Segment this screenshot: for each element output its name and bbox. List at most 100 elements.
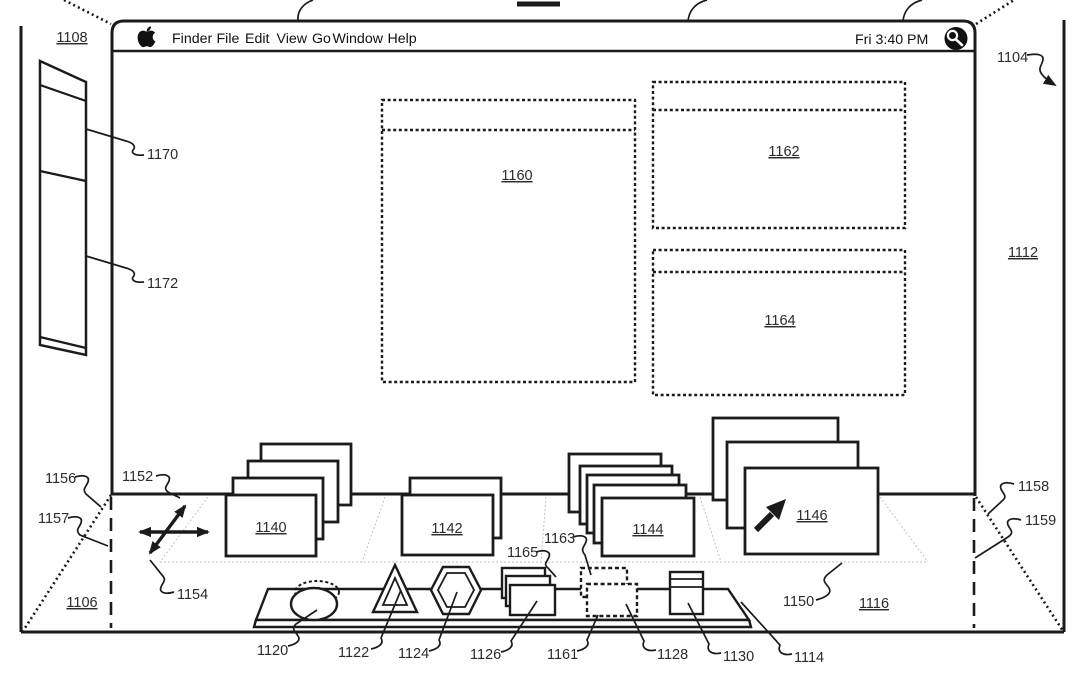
ref-label-1140: 1140 [255, 520, 286, 536]
leader-1126 [500, 600, 538, 653]
ref-label-1142: 1142 [431, 521, 462, 537]
reference-labels-plain: 1104 1170 1172 1156 1157 1152 1154 1158 … [38, 50, 1056, 666]
ref-label-1150: 1150 [783, 594, 814, 610]
app-windows[interactable] [380, 80, 907, 397]
window-stack-1140[interactable] [224, 442, 353, 558]
menu-clock[interactable]: Fri 3:40 PM [855, 32, 928, 48]
shelf-item-hexagon[interactable] [429, 565, 483, 616]
leader-1122 [370, 589, 402, 650]
search-icon[interactable] [944, 27, 968, 50]
floor-guide-lines [159, 496, 929, 563]
corner-guides [21, 0, 1065, 632]
ref-label-1170: 1170 [147, 147, 178, 163]
cursor-arrow-icon [753, 499, 786, 533]
side-panel-divider-3 [39, 335, 87, 350]
leader-1156 [74, 474, 102, 508]
leader-1124 [428, 591, 458, 652]
menu-item-view[interactable]: View [277, 31, 308, 47]
leader-1161 [576, 614, 599, 652]
leader-lines [67, 53, 1057, 656]
window-stack-1146[interactable] [711, 416, 880, 556]
shelf-item-disc[interactable] [289, 580, 340, 622]
movement-arrows [138, 504, 210, 555]
menu-item-finder[interactable]: Finder [172, 31, 212, 47]
ref-label-1122: 1122 [338, 645, 369, 661]
ref-label-1126: 1126 [470, 647, 501, 663]
reference-labels-underlined: 1108 1112 1106 1116 1160 1162 1164 1140 … [56, 30, 1038, 612]
ref-label-1159: 1159 [1025, 513, 1056, 529]
window-stack-1142[interactable] [400, 476, 503, 557]
leader-1128 [625, 603, 657, 652]
ref-label-1154: 1154 [177, 587, 208, 603]
ref-label-1172: 1172 [147, 276, 178, 292]
side-panel-divider-2 [39, 169, 87, 183]
ref-label-1116: 1116 [859, 596, 889, 612]
leader-1150 [815, 562, 843, 601]
side-panel-divider-1 [39, 83, 87, 103]
ref-label-1158: 1158 [1018, 479, 1049, 495]
ref-label-1162: 1162 [768, 144, 799, 160]
ref-label-1130: 1130 [723, 649, 754, 665]
dotted-diagonal-bottom-left [21, 494, 113, 632]
ref-label-1124: 1124 [398, 646, 429, 662]
menu-item-go[interactable]: Go [312, 31, 331, 47]
shelf-item-box[interactable] [668, 570, 705, 616]
stack-1140-card-front[interactable] [224, 493, 318, 558]
side-panel-window[interactable] [38, 59, 88, 357]
app-window-1160[interactable] [380, 98, 637, 384]
menu-item-window[interactable]: Window [333, 31, 384, 47]
stack-1146-card-front[interactable] [743, 466, 880, 556]
menu-item-file[interactable]: File [217, 31, 240, 47]
ref-label-1114: 1114 [794, 650, 824, 666]
leader-1165 [535, 549, 557, 578]
cropped-top-leaders [297, 0, 923, 22]
ref-label-1157: 1157 [38, 511, 69, 527]
ref-label-1160: 1160 [501, 168, 532, 184]
menu-bar[interactable]: Finder File Edit View Go Window Help Fri… [137, 26, 968, 50]
ref-label-1164: 1164 [764, 313, 795, 329]
ref-label-1144: 1144 [632, 522, 663, 538]
menu-item-edit[interactable]: Edit [245, 31, 270, 47]
app-window-1162[interactable] [651, 80, 907, 230]
leader-1158 [987, 481, 1015, 515]
ref-label-1165: 1165 [507, 545, 538, 561]
stack-1144-card-front[interactable] [600, 496, 696, 558]
apple-logo-icon[interactable] [137, 26, 156, 48]
leader-1159 [974, 517, 1022, 559]
side-panel-outline[interactable] [38, 59, 88, 357]
dotted-diagonal-top-left [63, 0, 112, 26]
shelf-items[interactable] [289, 562, 705, 622]
ref-label-1120: 1120 [257, 643, 288, 659]
leader-1157 [67, 515, 109, 547]
leader-1154 [149, 559, 175, 595]
leader-1120 [287, 609, 318, 647]
diagonal-double-arrow [148, 504, 187, 555]
desktop-window[interactable]: Finder File Edit View Go Window Help Fri… [110, 19, 977, 496]
app-window-1164[interactable] [651, 248, 907, 397]
ref-label-1152: 1152 [122, 469, 153, 485]
dotted-diagonal-bottom-right [974, 496, 1065, 632]
shelf-front-band [252, 618, 753, 629]
leader-1163 [572, 534, 592, 576]
ref-label-1128: 1128 [657, 647, 688, 663]
ref-label-1163: 1163 [544, 531, 575, 547]
window-stack-1144[interactable] [567, 452, 696, 558]
ref-label-1156: 1156 [45, 471, 76, 487]
ref-label-1108: 1108 [56, 30, 87, 46]
leader-1172 [85, 255, 145, 284]
leader-1104 [1026, 53, 1057, 87]
leader-1170 [85, 128, 145, 157]
ref-label-1161: 1161 [547, 647, 578, 663]
leader-1130 [687, 602, 722, 655]
leader-1152 [155, 473, 181, 499]
stack-1142-card-front[interactable] [400, 493, 495, 557]
ref-label-1104: 1104 [997, 50, 1028, 66]
shelf-item-card-stack[interactable] [500, 566, 557, 617]
ref-label-1112: 1112 [1008, 245, 1038, 261]
leader-1114 [740, 601, 793, 656]
dotted-diagonal-top-right [975, 0, 1015, 26]
ref-label-1146: 1146 [796, 508, 827, 524]
menu-item-help[interactable]: Help [388, 31, 417, 47]
